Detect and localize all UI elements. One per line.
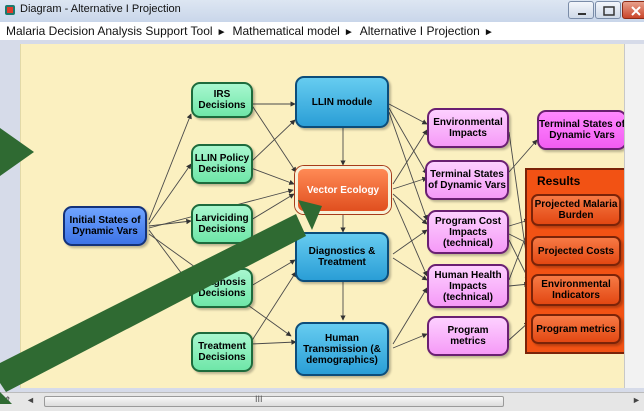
side-panel bbox=[624, 44, 644, 388]
breadcrumb-separator: ► bbox=[483, 27, 494, 38]
breadcrumb-item-projection[interactable]: Alternative I Projection bbox=[359, 24, 480, 38]
scroll-right-icon[interactable]: ► bbox=[632, 395, 641, 405]
terminal-states-node[interactable]: Terminal States of Dynamic Vars bbox=[425, 160, 509, 200]
larviciding-decisions-node[interactable]: Larviciding Decisions bbox=[191, 204, 253, 244]
minimize-button[interactable] bbox=[568, 1, 594, 19]
results-panel: Results Projected Malaria Burden Project… bbox=[525, 168, 627, 354]
window-title: Diagram - Alternative I Projection bbox=[20, 3, 181, 15]
connection-arrows bbox=[148, 101, 538, 349]
projected-malaria-burden-node[interactable]: Projected Malaria Burden bbox=[531, 194, 621, 226]
maximize-icon bbox=[603, 6, 615, 16]
scroll-grip-icon: III bbox=[255, 394, 263, 404]
program-metrics-result-node[interactable]: Program metrics bbox=[531, 314, 621, 344]
breadcrumb: Malaria Decision Analysis Support Tool►M… bbox=[0, 22, 644, 40]
environmental-indicators-node[interactable]: Environmental Indicators bbox=[531, 274, 621, 306]
breadcrumb-separator: ► bbox=[343, 27, 354, 38]
minimize-icon bbox=[578, 13, 586, 15]
diagram-canvas: Initial States of Dynamic Vars IRS Decis… bbox=[20, 44, 637, 388]
scroll-left-icon[interactable]: ◄ bbox=[26, 395, 35, 405]
terminal-states-output-node[interactable]: Terminal States of Dynamic Vars bbox=[537, 110, 627, 150]
diagnostics-treatment-node[interactable]: Diagnostics & Treatment bbox=[295, 232, 389, 282]
treatment-decisions-node[interactable]: Treatment Decisions bbox=[191, 332, 253, 372]
irs-decisions-node[interactable]: IRS Decisions bbox=[191, 82, 253, 118]
program-metrics-node[interactable]: Program metrics bbox=[427, 316, 509, 356]
maximize-button[interactable] bbox=[595, 1, 621, 19]
close-button[interactable] bbox=[622, 1, 644, 19]
initial-states-node[interactable]: Initial States of Dynamic Vars bbox=[63, 206, 147, 246]
results-title: Results bbox=[537, 174, 581, 188]
scroll-thumb[interactable]: III bbox=[44, 394, 504, 407]
llin-policy-node[interactable]: LLIN Policy Decisions bbox=[191, 144, 253, 184]
llin-module-node[interactable]: LLIN module bbox=[295, 76, 389, 128]
program-cost-node[interactable]: Program Cost Impacts (technical) bbox=[427, 210, 509, 254]
human-transmission-node[interactable]: Human Transmission (& demographics) bbox=[295, 322, 389, 376]
human-health-node[interactable]: Human Health Impacts (technical) bbox=[427, 264, 509, 308]
title-bar: Diagram - Alternative I Projection bbox=[0, 0, 644, 22]
breadcrumb-item-tool[interactable]: Malaria Decision Analysis Support Tool bbox=[6, 24, 213, 38]
breadcrumb-separator: ► bbox=[216, 27, 227, 38]
diagram-app-icon bbox=[5, 5, 15, 15]
breadcrumb-item-model[interactable]: Mathematical model bbox=[232, 24, 340, 38]
projected-costs-node[interactable]: Projected Costs bbox=[531, 236, 621, 266]
close-icon bbox=[631, 6, 641, 16]
environmental-impacts-node[interactable]: Environmental Impacts bbox=[427, 108, 509, 148]
